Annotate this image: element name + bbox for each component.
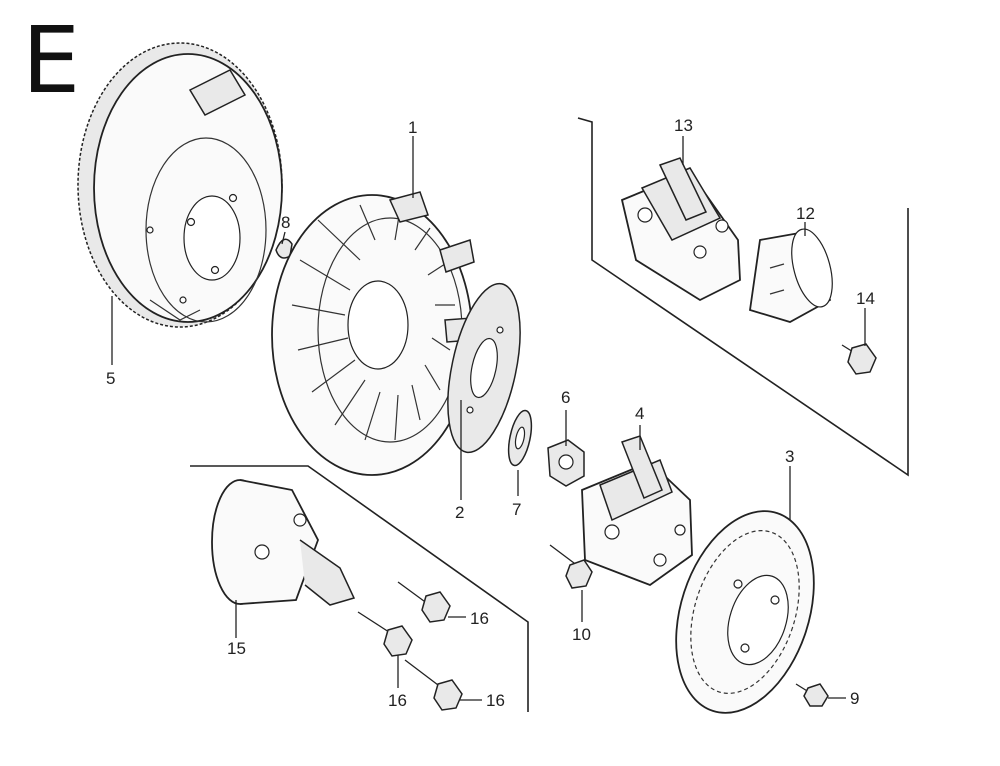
nut-part [547,439,585,487]
washer-part [507,409,533,467]
callout-3: 3 [785,447,794,466]
callout-7: 7 [512,500,521,519]
callout-5: 5 [106,369,115,388]
section-letter: E [22,7,80,114]
callout-12: 12 [796,204,815,223]
callout-9: 9 [850,689,859,708]
plate-part [447,282,521,454]
callout-6: 6 [561,388,570,407]
leader-lines [111,136,866,701]
clutch-hub-part [211,479,356,606]
pulley-disc-part [675,510,815,714]
callout-13: 13 [674,116,693,135]
callout-14: 14 [856,289,875,308]
callout-1: 1 [408,118,417,137]
bolt-part [404,659,463,711]
callout-16c: 16 [486,691,505,710]
bolt-part [549,544,593,589]
sleeve-part [748,228,833,323]
pulley-hub-part [581,435,693,587]
callout-15: 15 [227,639,246,658]
callout-2: 2 [455,503,464,522]
cooling-fan-part [271,191,475,476]
flywheel-part [77,42,283,328]
callout-16b: 16 [388,691,407,710]
callout-10: 10 [572,625,591,644]
group-frame-upper-right [577,117,909,477]
bolt-part [841,343,877,375]
bolt-part [357,611,413,657]
bolt-part [397,581,451,623]
callout-16a: 16 [470,609,489,628]
group-frame-lower-left [190,465,529,712]
hub-alt-part [620,157,741,302]
callout-8: 8 [281,213,290,232]
bolt-part [795,683,829,707]
key-part [275,238,293,259]
callout-4: 4 [635,404,644,423]
